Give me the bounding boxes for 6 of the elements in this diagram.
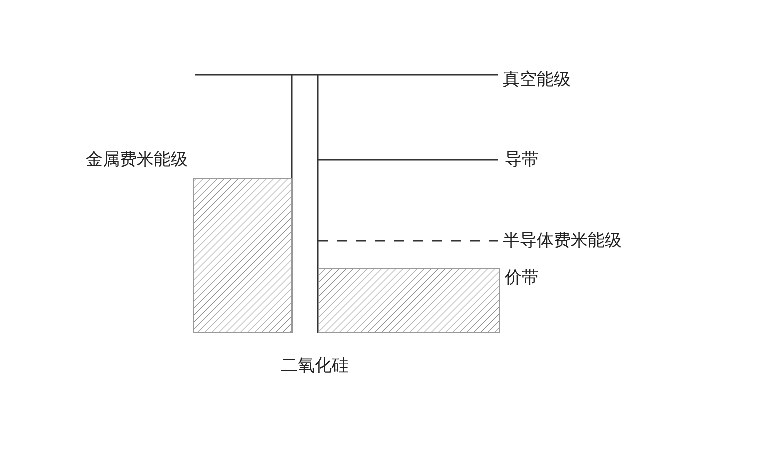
energy-level-label: 真空能级 [503,72,571,89]
energy-level-label: 二氧化硅 [281,358,349,375]
energy-level-label: 金属费米能级 [86,152,188,169]
energy-level-label: 导带 [505,152,539,169]
energy-level-label: 半导体费米能级 [503,233,622,250]
energy-level-label: 价带 [505,270,539,287]
